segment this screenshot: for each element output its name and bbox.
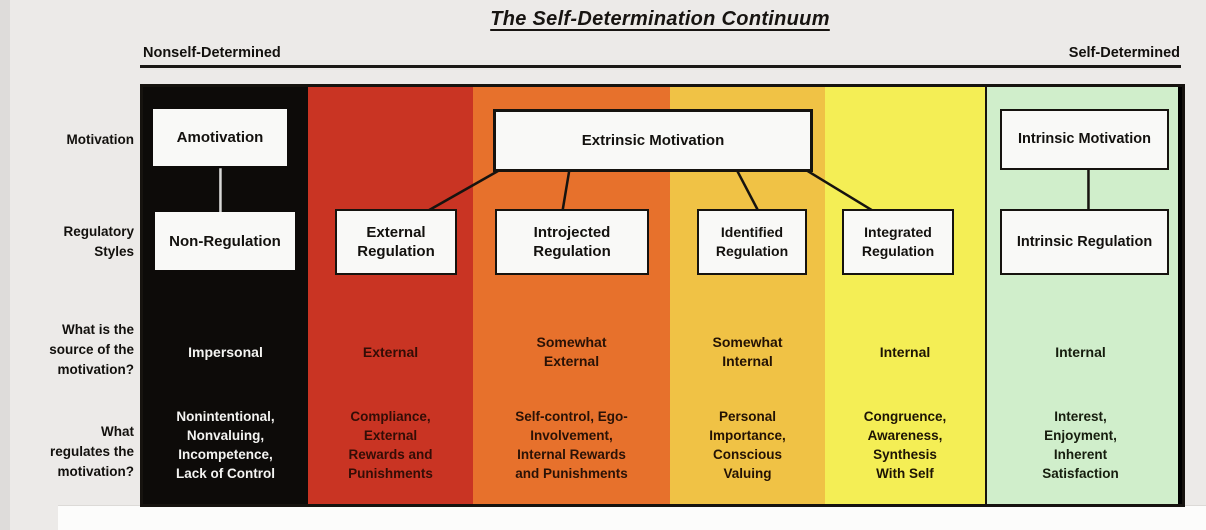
- diagram-title: The Self-Determination Continuum: [490, 8, 830, 30]
- identified-regulation-box: Identified Regulation: [697, 209, 807, 275]
- regulates-cell-intrinsic: Interest, Enjoyment, Inherent Satisfacti…: [1042, 409, 1119, 481]
- regulates-cell-identified: Personal Importance, Conscious Valuing: [709, 409, 786, 481]
- amotivation-box: Amotivation: [153, 109, 287, 166]
- continuum-grid: Amotivation Extrinsic Motivation Intrins…: [140, 84, 1185, 507]
- source-cell-intrinsic: Internal: [1055, 343, 1106, 360]
- source-cell-external: External: [362, 343, 419, 360]
- row-label-source: What is the source of the motivation?: [49, 322, 134, 377]
- integrated-regulation-box: Integrated Regulation: [842, 209, 954, 275]
- column-external-regulation: [308, 87, 473, 504]
- regulates-cell-external: Compliance, External Rewards and Punishm…: [348, 409, 433, 481]
- source-cell-introjected: Somewhat External: [536, 334, 607, 369]
- intrinsic-motivation-box: Intrinsic Motivation: [1000, 109, 1169, 170]
- regulates-cell-introjected: Self-control, Ego- Involvement, Internal…: [515, 409, 628, 481]
- regulates-cell-integrated: Congruence, Awareness, Synthesis With Se…: [863, 409, 947, 481]
- introjected-regulation-box: Introjected Regulation: [495, 209, 649, 275]
- column-integrated-regulation: [825, 87, 985, 504]
- intrinsic-regulation-box: Intrinsic Regulation: [1000, 209, 1169, 275]
- row-label-motivation: Motivation: [66, 132, 135, 147]
- row-label-regulatory-styles: Regulatory Styles: [63, 224, 134, 259]
- source-cell-identified: Somewhat Internal: [712, 334, 783, 369]
- page-left-margin: [0, 0, 10, 530]
- axis-right-label: Self-Determined: [1068, 45, 1180, 61]
- external-regulation-box: External Regulation: [335, 209, 457, 275]
- row-label-regulates: What regulates the motivation?: [49, 424, 134, 479]
- source-cell-amotivation: Impersonal: [188, 343, 263, 360]
- non-regulation-box: Non-Regulation: [155, 212, 295, 270]
- source-cell-integrated: Internal: [879, 343, 931, 360]
- axis-left-label: Nonself-Determined: [143, 45, 281, 61]
- regulates-cell-amotivation: Nonintentional, Nonvaluing, Incompetence…: [175, 409, 275, 481]
- page-bottom-area: [58, 505, 1206, 530]
- continuum-axis-line: [140, 65, 1181, 68]
- extrinsic-motivation-box: Extrinsic Motivation: [493, 109, 813, 172]
